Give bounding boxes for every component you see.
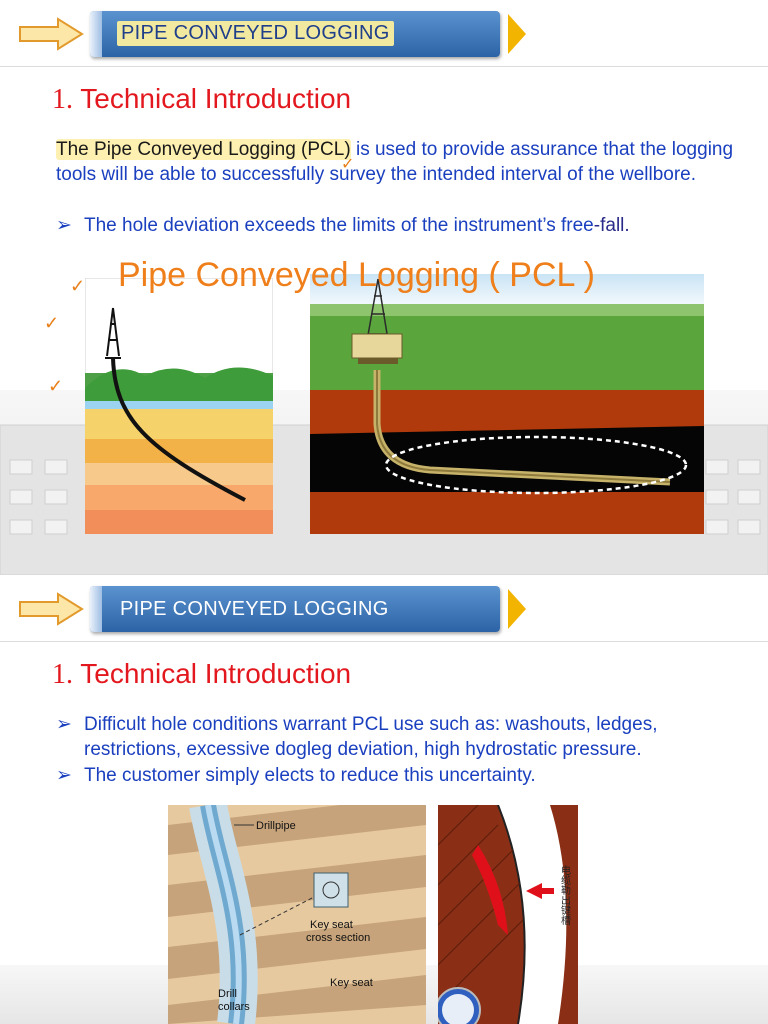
heading-text: Technical Introduction <box>80 83 352 114</box>
bullet-customer: ➢ The customer simply elects to reduce t… <box>56 763 746 788</box>
bullet-text: The customer simply elects to reduce thi… <box>84 765 536 786</box>
bullet-text: The hole deviation exceeds the limits of… <box>84 215 594 236</box>
heading-number: 1. <box>52 659 73 690</box>
heading-text: Technical Introduction <box>80 658 352 689</box>
label-keyseat-cross-2: cross section <box>306 932 370 944</box>
header-divider <box>0 641 768 642</box>
cable-keyseat-illustration: 电缆勒出键槽 <box>438 805 578 1024</box>
bullet-marker-icon: ➢ <box>56 765 72 786</box>
horizontal-well-illustration <box>310 274 704 534</box>
label-keyseat: Key seat <box>330 977 373 989</box>
slide-1: PIPE CONVEYED LOGGING 1. Technical Intro… <box>0 11 768 575</box>
banner-title: PIPE CONVEYED LOGGING <box>117 21 394 46</box>
bullet-hole-conditions: ➢ Difficult hole conditions warrant PCL … <box>56 712 746 762</box>
banner-cap <box>90 11 102 57</box>
title-banner: PIPE CONVEYED LOGGING <box>90 586 500 632</box>
banner-title: PIPE CONVEYED LOGGING <box>120 598 389 620</box>
label-drill: Drill <box>218 988 237 1000</box>
check-mark-icon: ✓ <box>44 313 60 333</box>
keyseat-diagram: Drillpipe Key seat cross section Key sea… <box>168 805 426 1024</box>
check-mark-icon: ✓ <box>341 156 355 173</box>
label-drillpipe: Drillpipe <box>256 820 296 832</box>
bullet-marker-icon: ➢ <box>56 714 72 735</box>
label-keyseat-cross-1: Key seat <box>310 919 353 931</box>
orange-arrow-icon <box>19 592 84 626</box>
bullet-marker-icon: ➢ <box>56 215 72 236</box>
section-heading: 1. Technical Introduction <box>52 658 351 691</box>
intro-rest: is used to provide assurance that the lo… <box>56 139 734 185</box>
bullet-text-suffix: -fall. <box>593 215 630 236</box>
intro-paragraph: The Pipe Conveyed Logging (PCL) is used … <box>56 137 746 187</box>
bullet-text: Difficult hole conditions warrant PCL us… <box>84 714 658 760</box>
label-collars: collars <box>218 1001 250 1013</box>
orange-arrow-icon <box>19 17 84 51</box>
intro-highlight: The Pipe Conveyed Logging (PCL) <box>56 139 351 160</box>
slide-2: PIPE CONVEYED LOGGING 1. Technical Intro… <box>0 575 768 1024</box>
bullet-deviation: ➢ The hole deviation exceeds the limits … <box>56 213 746 238</box>
section-heading: 1. Technical Introduction <box>52 83 351 116</box>
check-mark-icon: ✓ <box>70 276 86 296</box>
banner-triangle-icon <box>508 14 526 54</box>
header-divider <box>0 66 768 67</box>
chinese-vertical-label: 电缆勒出键槽 <box>559 864 571 926</box>
heading-number: 1. <box>52 84 73 115</box>
figure-title: Pipe Conveyed Logging ( PCL ) <box>118 256 595 294</box>
title-banner: PIPE CONVEYED LOGGING <box>90 11 500 57</box>
check-mark-icon: ✓ <box>48 376 64 396</box>
banner-triangle-icon <box>508 589 526 629</box>
banner-cap <box>90 586 102 632</box>
deviated-well-illustration <box>85 278 273 534</box>
